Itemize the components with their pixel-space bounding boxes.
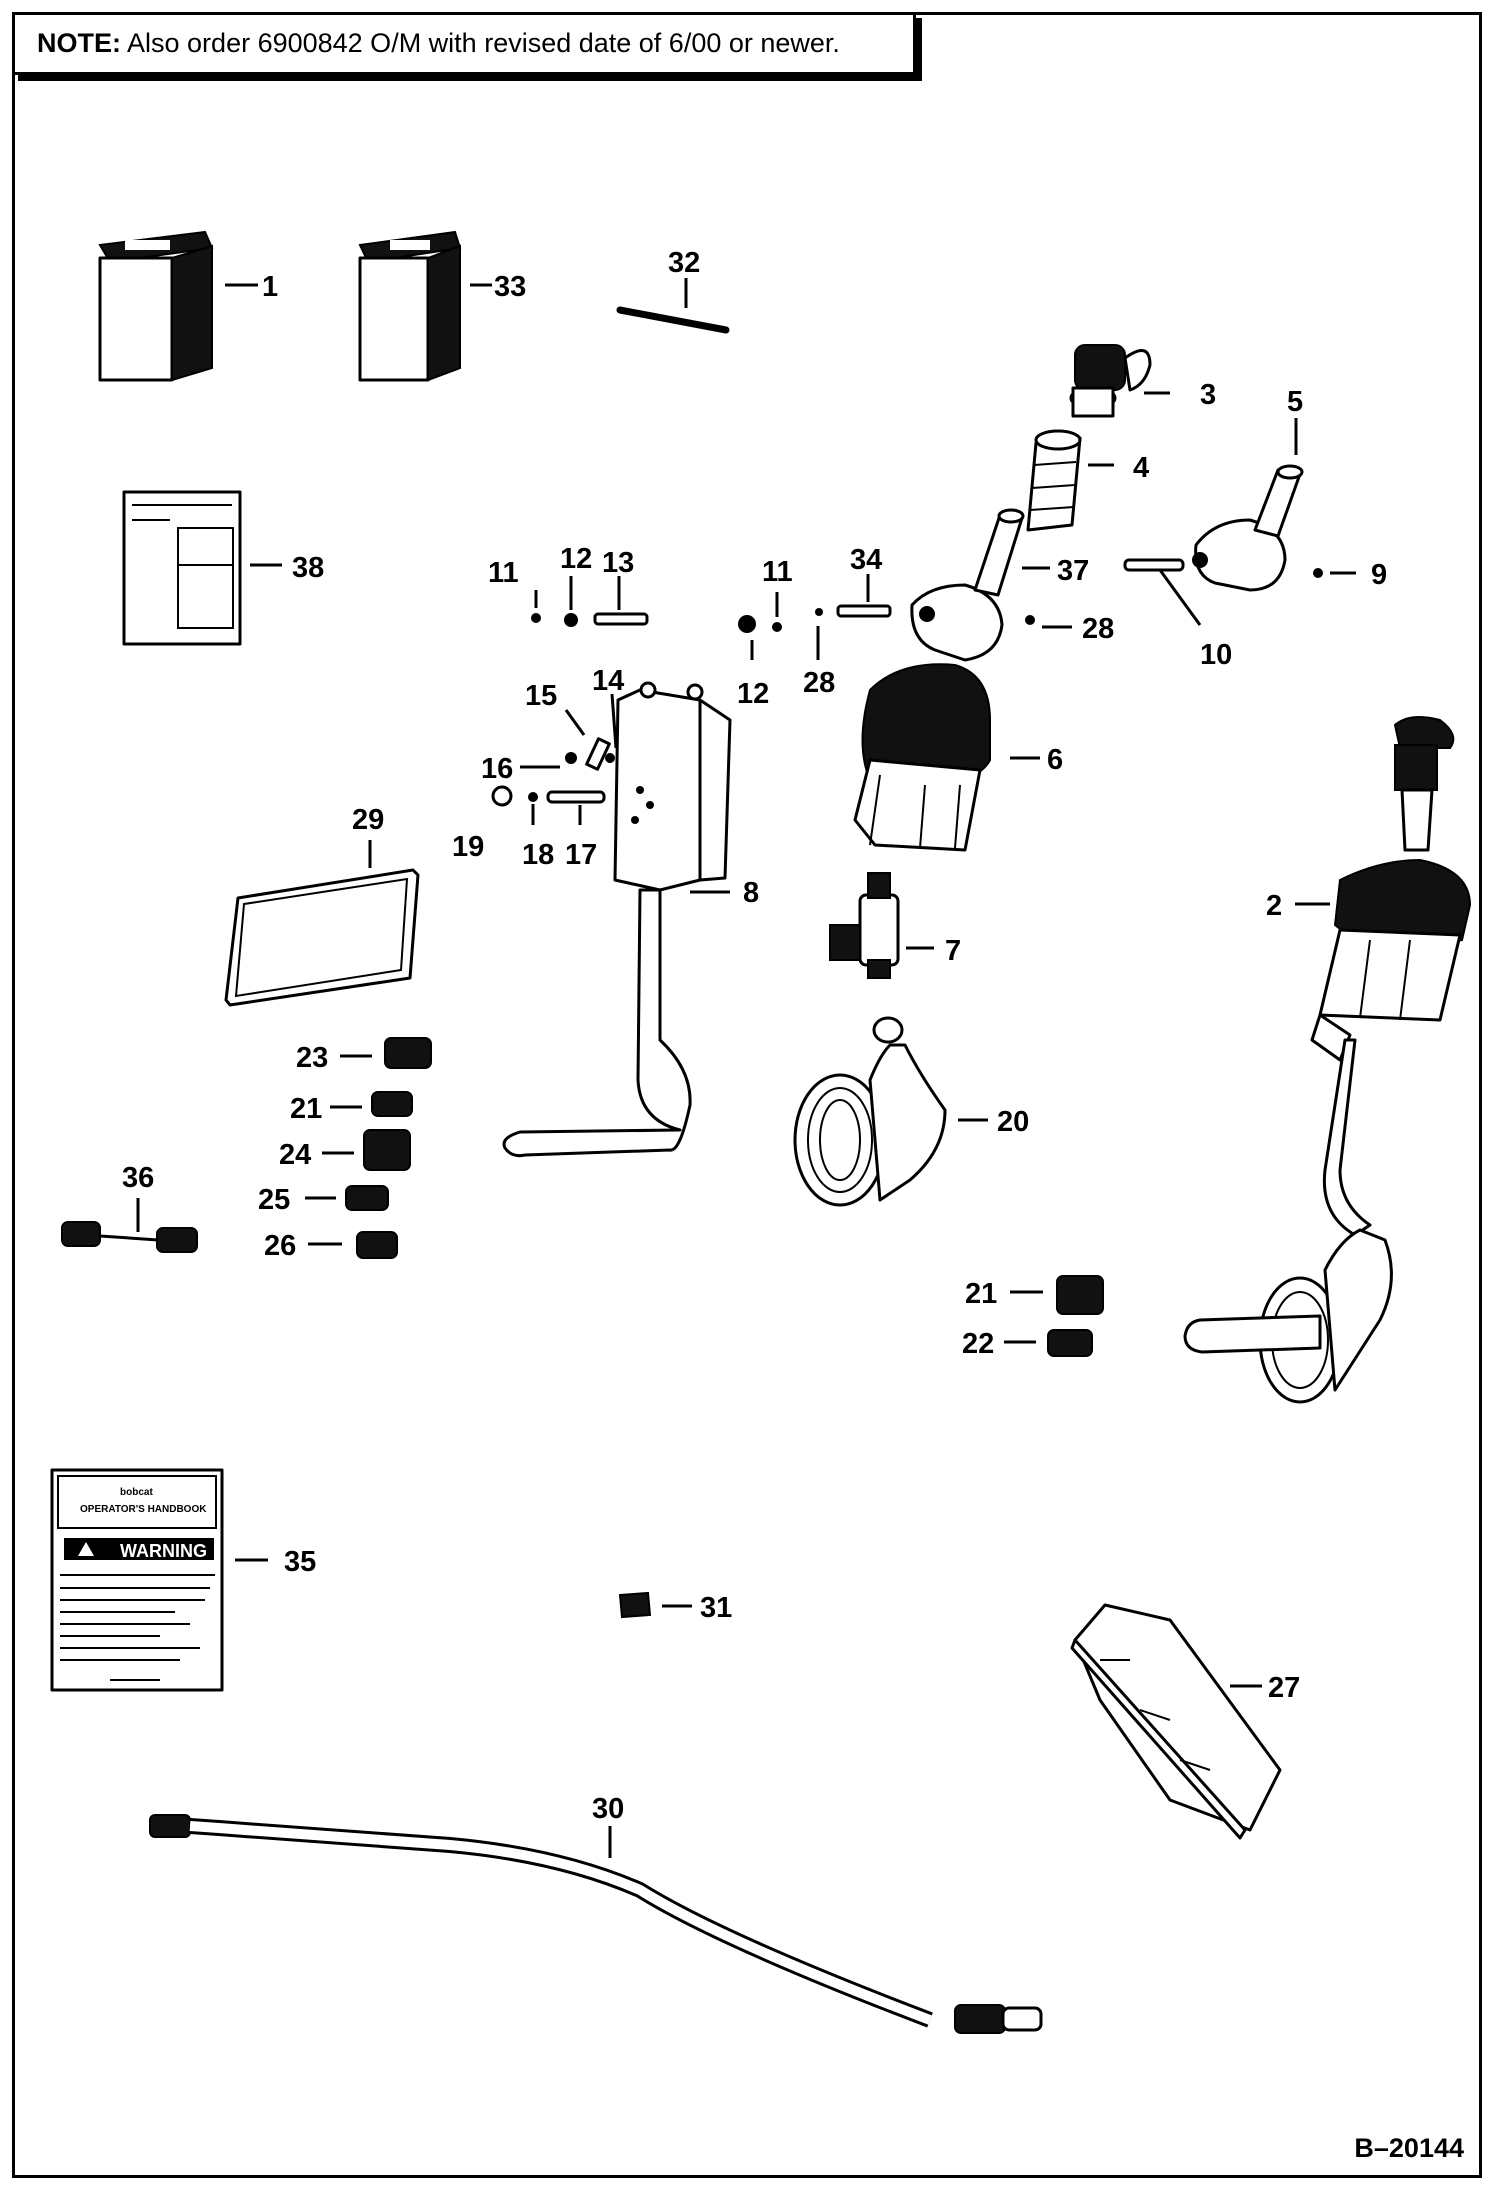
note-text: Also order 6900842 O/M with revised date… [127,28,840,58]
callout-8: 8 [743,877,759,909]
callout-12-left: 12 [560,543,592,575]
part-7-valve [829,872,934,979]
parts-21-26-connectors [305,1037,432,1259]
part-32-pin [616,278,730,334]
callout-30: 30 [592,1793,624,1825]
callout-32: 32 [668,247,700,279]
callout-37: 37 [1057,555,1089,587]
callout-11-left: 11 [488,557,519,589]
callout-28-left: 28 [803,667,835,699]
callout-21-right: 21 [965,1278,997,1310]
order-note: NOTE: Also order 6900842 O/M with revise… [12,12,916,75]
part-35-decal [50,1468,268,1692]
part-31-plug [618,1591,692,1619]
callout-31: 31 [700,1592,732,1624]
callout-18: 18 [522,839,554,871]
decal-brand: bobcat [120,1487,153,1498]
callout-3: 3 [1200,379,1216,411]
part-33-box [358,230,462,382]
callout-28-right: 28 [1082,613,1114,645]
callout-20: 20 [997,1106,1029,1138]
callout-27: 27 [1268,1672,1300,1704]
callout-16: 16 [481,753,513,785]
parts-11-12-13-hardware [531,576,649,627]
part-1-box [98,230,214,382]
callout-12-right: 12 [737,678,769,710]
callout-7: 7 [945,935,961,967]
callout-11-right: 11 [762,556,793,588]
part-3-switch-top [1069,344,1170,418]
part-5-handle-base [1123,418,1356,626]
parts-14-19-hardware [491,693,618,825]
drawing-number: B–20144 [1354,2133,1464,2163]
part-4-sleeve [1026,429,1114,532]
parts-11-12-28-34-hardware [738,574,892,660]
part-30-harness [149,1814,1043,2034]
part-27-cover [1070,1603,1282,1840]
callout-10: 10 [1200,639,1232,671]
callout-17: 17 [565,839,597,871]
callout-19: 19 [452,831,484,863]
callout-34: 34 [850,544,882,576]
callout-35: 35 [284,1546,316,1578]
callout-1: 1 [262,271,278,303]
callout-4: 4 [1133,452,1149,484]
callout-6: 6 [1047,744,1063,776]
part-38-document [122,490,242,646]
part-20-boot [793,1016,988,1207]
callout-9: 9 [1371,559,1387,591]
parts-21-22-connectors-right [1004,1275,1104,1357]
callout-13: 13 [602,547,634,579]
callout-25: 25 [258,1184,290,1216]
part-8-bracket [502,681,732,1158]
callout-21-left: 21 [290,1093,322,1125]
decal-title: OPERATOR'S HANDBOOK [80,1504,207,1515]
callout-5: 5 [1287,386,1303,418]
part-36-jumper [61,1198,198,1253]
callout-2: 2 [1266,890,1282,922]
decal-warning: WARNING [120,1541,207,1561]
part-37-handle-base [910,508,1072,662]
callout-33: 33 [494,271,526,303]
callout-26: 26 [264,1230,296,1262]
note-prefix: NOTE: [37,28,121,58]
callout-22: 22 [962,1328,994,1360]
callout-38: 38 [292,552,324,584]
callout-23: 23 [296,1042,328,1074]
part-2-handle-assembly [1183,715,1472,1404]
part-6-boot-housing [853,663,1040,852]
callout-24: 24 [279,1139,311,1171]
callout-36: 36 [122,1162,154,1194]
callout-14: 14 [592,665,624,697]
callout-29: 29 [352,804,384,836]
part-29-plate [224,840,420,1007]
callout-15: 15 [525,680,557,712]
